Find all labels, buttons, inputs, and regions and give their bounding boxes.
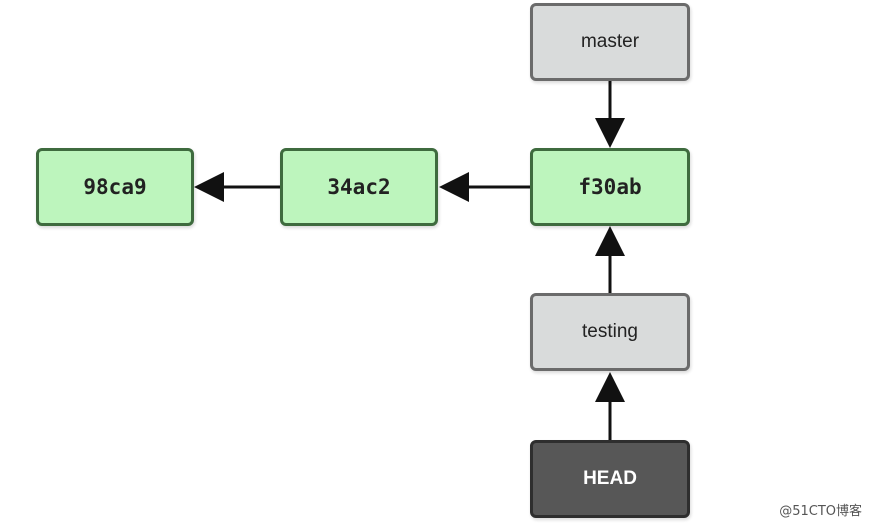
head-pointer: HEAD: [530, 440, 690, 518]
commit-34ac2: 34ac2: [280, 148, 438, 226]
branch-master: master: [530, 3, 690, 81]
commit-f30ab: f30ab: [530, 148, 690, 226]
branch-testing: testing: [530, 293, 690, 371]
commit-98ca9: 98ca9: [36, 148, 194, 226]
watermark: @51CTO博客: [779, 504, 862, 519]
